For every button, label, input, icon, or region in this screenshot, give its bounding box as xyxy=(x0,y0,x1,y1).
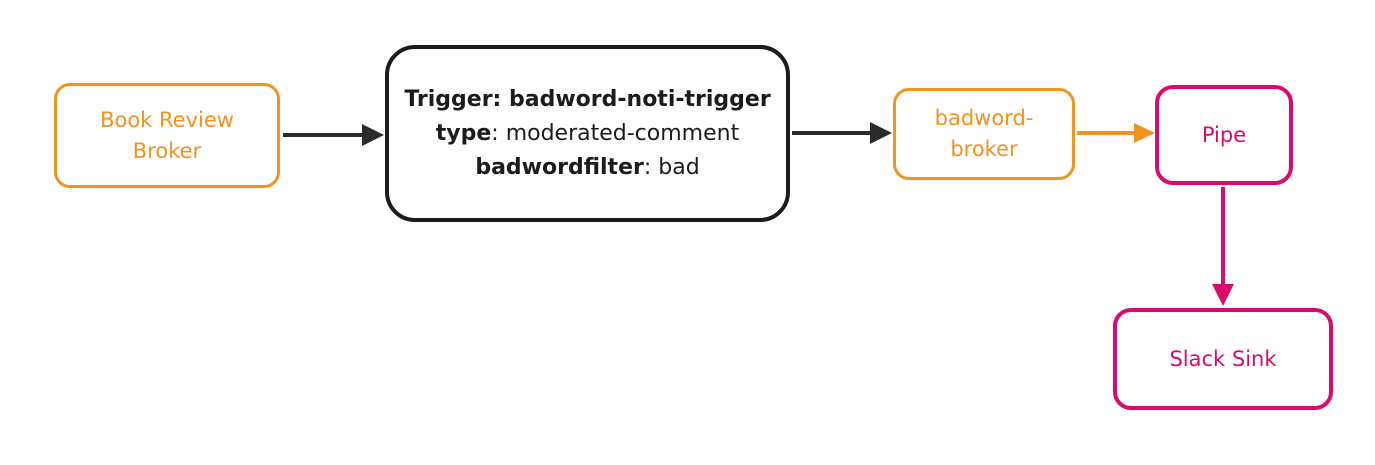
node-label-line: broker xyxy=(950,137,1018,161)
edge-badword-broker-to-pipe xyxy=(1077,123,1155,143)
arrowhead-down-icon xyxy=(1212,284,1234,306)
edge-pipe-to-slack-sink xyxy=(1212,187,1234,306)
node-label-line: Book Review xyxy=(100,107,234,132)
trigger-filter-line: badwordfilter: bad xyxy=(475,151,699,185)
edge-book-review-broker-to-trigger xyxy=(283,124,384,146)
edge-trigger-to-badword-broker xyxy=(792,122,892,144)
node-label-line: Pipe xyxy=(1201,122,1247,147)
node-badword-broker: badword- broker xyxy=(893,88,1075,180)
trigger-type-key: type xyxy=(435,120,492,146)
trigger-type-value: : moderated-comment xyxy=(491,120,740,146)
arrowhead-right-icon xyxy=(362,124,384,146)
node-slack-sink: Slack Sink xyxy=(1113,308,1333,410)
node-label-line: Broker xyxy=(132,138,202,163)
arrowhead-right-icon xyxy=(870,122,892,144)
trigger-filter-key: badwordfilter xyxy=(475,154,644,180)
arrowhead-right-icon xyxy=(1134,123,1155,143)
node-book-review-broker: Book Review Broker xyxy=(54,83,280,188)
trigger-filter-value: : bad xyxy=(643,154,700,180)
trigger-name: Trigger: badword-noti-trigger xyxy=(404,86,771,112)
node-pipe: Pipe xyxy=(1155,85,1293,185)
node-trigger-filter: Trigger: badword-noti-trigger type: mode… xyxy=(385,45,790,222)
trigger-title-line: Trigger: badword-noti-trigger xyxy=(404,83,770,117)
trigger-type-line: type: moderated-comment xyxy=(436,117,739,151)
node-label-line: badword- xyxy=(934,106,1034,130)
node-label-line: Slack Sink xyxy=(1169,346,1277,371)
